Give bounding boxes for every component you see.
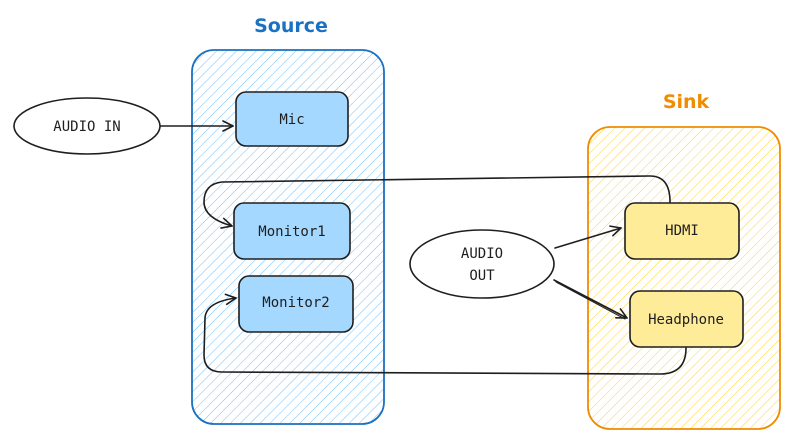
audio-out-label-line2: OUT	[469, 268, 495, 284]
audio-out-ellipse: AUDIO OUT	[409, 229, 555, 299]
arrow-hdmi-to-monitor1	[203, 175, 671, 229]
arrow-audio-out-to-hdmi	[554, 225, 622, 249]
mic-label: Mic	[279, 112, 304, 128]
mic-node: Mic	[235, 91, 349, 147]
audio-out-label-line1: AUDIO	[461, 246, 503, 262]
monitor2-label: Monitor2	[262, 295, 329, 311]
sink-group: Sink	[587, 91, 781, 430]
source-group-title: Source	[254, 15, 328, 37]
arrow-headphone-to-monitor2	[203, 293, 687, 375]
monitor2-node: Monitor2	[238, 275, 354, 333]
connectors	[159, 120, 687, 375]
headphone-node: Headphone	[629, 290, 744, 348]
headphone-label: Headphone	[648, 312, 724, 328]
sink-group-title: Sink	[663, 91, 710, 113]
hdmi-label: HDMI	[665, 223, 699, 239]
audio-in-ellipse: AUDIO IN	[13, 97, 161, 155]
arrow-audio-out-to-headphone	[553, 279, 628, 319]
monitor1-label: Monitor1	[258, 224, 325, 240]
hdmi-node: HDMI	[624, 202, 740, 260]
monitor1-node: Monitor1	[233, 202, 351, 260]
audio-in-label: AUDIO IN	[53, 119, 120, 135]
